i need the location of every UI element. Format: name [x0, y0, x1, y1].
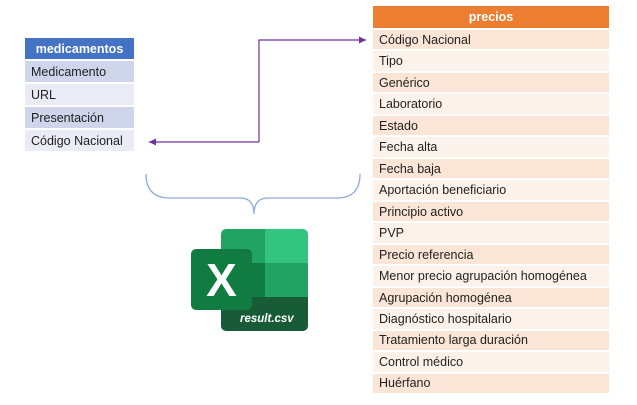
precios-field: PVP	[373, 223, 609, 243]
medicamentos-table: medicamentos Medicamento URL Presentació…	[25, 38, 134, 151]
precios-field: Control médico	[373, 352, 609, 372]
precios-field: Precio referencia	[373, 244, 609, 265]
precios-field: Diagnóstico hospitalario	[373, 309, 609, 329]
precios-field: Tipo	[373, 51, 609, 71]
precios-field: Genérico	[373, 72, 609, 93]
precios-table: precios Código Nacional Tipo Genérico La…	[373, 6, 609, 394]
medicamentos-field: URL	[25, 84, 134, 105]
precios-field: Menor precio agrupación homogénea	[373, 266, 609, 286]
excel-icon: X result.csv	[191, 229, 310, 333]
precios-field: Aportación beneficiario	[373, 180, 609, 200]
join-link	[258, 36, 366, 142]
precios-field: Tratamiento larga duración	[373, 330, 609, 351]
precios-field: Principio activo	[373, 201, 609, 222]
precios-field: Código Nacional	[373, 29, 609, 50]
excel-x-logo: X	[191, 249, 252, 310]
medicamentos-field: Presentación	[25, 107, 134, 128]
precios-field: Fecha baja	[373, 158, 609, 179]
medicamentos-title: medicamentos	[25, 38, 134, 59]
merge-bracket	[145, 173, 361, 215]
precios-field: Estado	[373, 115, 609, 136]
output-filename: result.csv	[240, 313, 294, 325]
precios-field: Laboratorio	[373, 94, 609, 114]
precios-field: Huérfano	[373, 373, 609, 394]
medicamentos-field: Medicamento	[25, 61, 134, 82]
precios-field: Fecha alta	[373, 137, 609, 157]
medicamentos-field: Código Nacional	[25, 130, 134, 151]
precios-title: precios	[373, 6, 609, 28]
precios-field: Agrupación homogénea	[373, 287, 609, 308]
